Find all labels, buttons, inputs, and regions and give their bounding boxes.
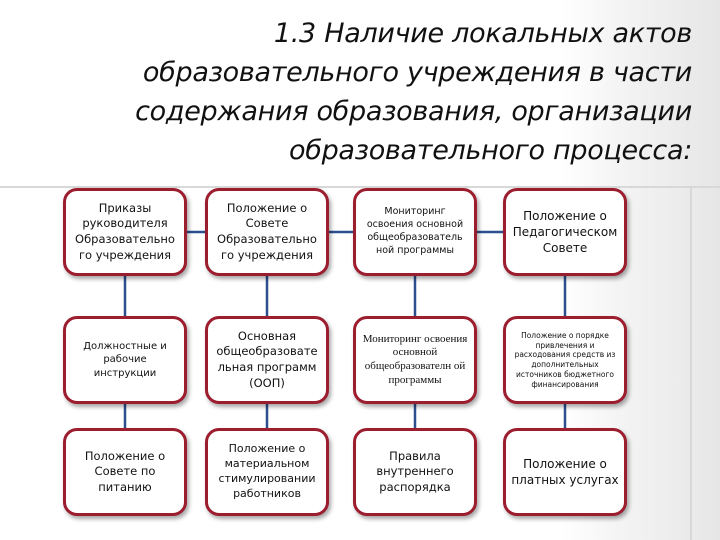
board-frame-top (0, 186, 720, 188)
box-funding-procedure: Положение о порядке привлечения и расход… (503, 316, 627, 404)
title-line-3: содержания образования, организации (135, 96, 692, 127)
title-line-1: 1.3 Наличие локальных актов (273, 18, 692, 49)
box-material-incentives: Положение о материальном стимулировании … (205, 428, 329, 516)
title-line-4: образовательного процесса: (289, 135, 692, 166)
title-line-2: образовательного учреждения в части (142, 57, 692, 88)
box-job-instructions: Должностные и рабочие инструкции (63, 316, 187, 404)
board-frame-right (690, 186, 692, 540)
box-paid-services: Положение о платных услугах (503, 428, 627, 516)
slide-title: 1.3 Наличие локальных актов образователь… (52, 14, 692, 170)
box-food-council: Положение о Совете по питанию (63, 428, 187, 516)
box-monitoring-1: Мониторинг освоения основной общеобразов… (353, 188, 477, 276)
box-internal-rules: Правила внутреннего распорядка (353, 428, 477, 516)
box-pedagogical-council: Положение о Педагогическом Совете (503, 188, 627, 276)
box-institution-council: Положение о Совете Образовательно го учр… (205, 188, 329, 276)
box-main-program: Основная общеобразовате льная программ (… (205, 316, 329, 404)
box-monitoring-2: Мониторинг освоения основной общеобразов… (353, 316, 477, 404)
box-orders: Приказы руководителя Образовательно го у… (63, 188, 187, 276)
